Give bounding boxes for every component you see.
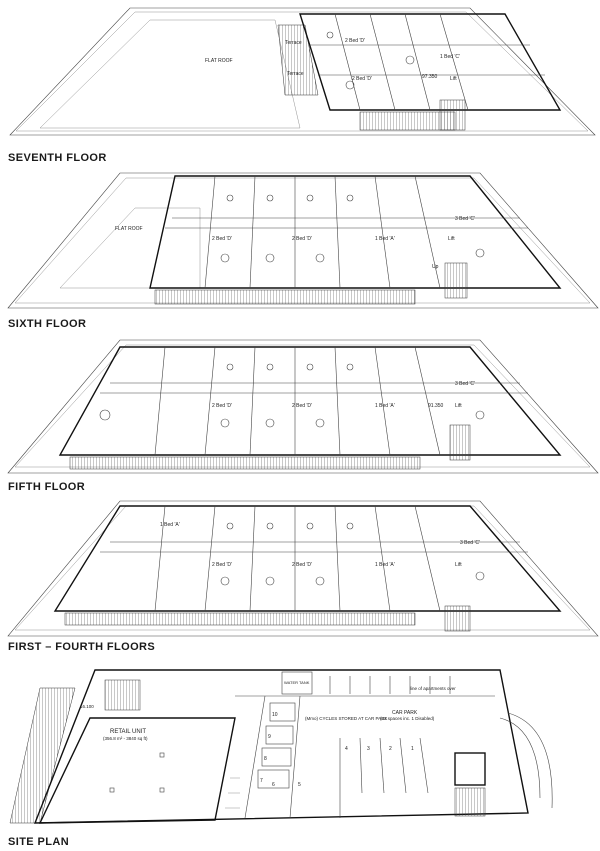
fifth-label-area: 91.350: [428, 403, 444, 409]
parking-bay-number: 6: [272, 782, 275, 788]
first-fourth-floor-caption: FIRST – FOURTH FLOORS: [8, 641, 156, 653]
seventh-slab-inner: [15, 11, 589, 132]
site-label-line-above: line of apartments over: [410, 686, 456, 691]
site-label-retail-area: (356.8 m² - 3840 sq ft): [103, 736, 148, 741]
first-fourth-slab-outline: [7, 500, 599, 637]
sixth-label-bed-a: 2 Bed 'D': [212, 236, 232, 242]
sixth-apartment-block: [149, 175, 562, 289]
site-water-tank: [281, 671, 313, 695]
parking-bay-number: 2: [389, 746, 392, 752]
first-fourth-apartment-block: [53, 505, 562, 612]
sixth-floor-plan: FLAT ROOF 2 Bed 'D' 2 Bed 'D' 1 Bed 'A' …: [0, 168, 600, 333]
parking-bay-number: 10: [272, 712, 278, 718]
sixth-slab-outline: [7, 172, 599, 309]
seventh-label-bed-c: 1 Bed 'C': [440, 54, 460, 60]
sixth-label-bed-d: 3 Bed 'C': [455, 216, 475, 222]
parking-bay-number: 1: [411, 746, 414, 752]
first-fourth-label-bed-b: 2 Bed 'D': [292, 562, 312, 568]
fifth-label-bed-d: 3 Bed 'C': [455, 381, 475, 387]
parking-bay-number: 8: [264, 756, 267, 762]
seventh-stair: [439, 99, 466, 131]
fifth-label-bed-b: 2 Bed 'D': [292, 403, 312, 409]
site-lift-core: [454, 752, 486, 786]
site-plan: RETAIL UNIT (356.8 m² - 3840 sq ft) (Mmo…: [0, 658, 600, 851]
seventh-label-flat-roof: FLAT ROOF: [205, 58, 233, 64]
first-fourth-label-bed-c: 1 Bed 'A': [375, 562, 395, 568]
fifth-floor-caption: FIFTH FLOOR: [8, 481, 86, 493]
seventh-apartment-block: [299, 13, 562, 111]
seventh-terrace-hatch: [277, 24, 319, 96]
site-right-stair: [454, 787, 486, 817]
fifth-label-bed-c: 1 Bed 'A': [375, 403, 395, 409]
seventh-floor-caption: SEVENTH FLOOR: [8, 152, 107, 164]
sixth-label-flat-roof: FLAT ROOF: [115, 226, 143, 232]
parking-bay-number: 7: [260, 778, 263, 784]
site-label-area: 16.100: [80, 704, 94, 709]
first-fourth-stair: [444, 605, 471, 632]
seventh-flat-roof-area: [39, 19, 301, 129]
sixth-label-bed-c: 1 Bed 'A': [375, 236, 395, 242]
fifth-apartment-block: [58, 346, 562, 456]
first-fourth-label-bed-e: 1 Bed 'A': [160, 522, 180, 528]
first-fourth-label-lift: Lift: [455, 562, 462, 568]
seventh-label-area: 97.350: [422, 74, 438, 80]
site-retail-unit: [38, 717, 236, 824]
first-fourth-label-bed-a: 2 Bed 'D': [212, 562, 232, 568]
site-label-car-park-sub: (23 spaces inc. 1 Disabled): [380, 716, 435, 721]
parking-bay-number: 3: [367, 746, 370, 752]
site-label-cycles: (Mmo) CYCLES STORED AT CAR PARK: [305, 716, 387, 721]
first-fourth-balcony-hatch: [64, 612, 416, 626]
parking-bay-number: 4: [345, 746, 348, 752]
site-building-outline: [33, 669, 529, 824]
parking-bay-number: 9: [268, 734, 271, 740]
seventh-label-terrace-b: Terrace: [287, 71, 304, 77]
sixth-label-up: Up: [432, 264, 439, 270]
site-label-retail-unit: RETAIL UNIT: [110, 729, 146, 735]
site-plan-drawing: RETAIL UNIT (356.8 m² - 3840 sq ft) (Mmo…: [9, 669, 553, 824]
fifth-balcony-hatch: [69, 456, 421, 470]
sixth-stair: [444, 262, 468, 299]
site-bay-numbers: 10 9 8 7 6 5 4 3 2 1: [260, 712, 414, 788]
first-fourth-floor-drawing: 1 Bed 'A' 2 Bed 'D' 2 Bed 'D' 1 Bed 'A' …: [7, 500, 599, 637]
seventh-slab-outline: [9, 7, 596, 136]
sixth-balcony-hatch: [154, 289, 416, 305]
site-label-car-park: CAR PARK: [392, 710, 418, 716]
fifth-stair: [449, 424, 471, 461]
sixth-label-bed-b: 2 Bed 'D': [292, 236, 312, 242]
fifth-label-bed-a: 2 Bed 'D': [212, 403, 232, 409]
first-fourth-floor-plan: 1 Bed 'A' 2 Bed 'D' 2 Bed 'D' 1 Bed 'A' …: [0, 496, 600, 656]
fifth-floor-drawing: 2 Bed 'D' 2 Bed 'D' 1 Bed 'A' 3 Bed 'C' …: [7, 339, 599, 474]
seventh-label-lift: Lift: [450, 76, 457, 82]
site-plan-caption: SITE PLAN: [8, 836, 70, 848]
seventh-floor-drawing: FLAT ROOF Terrace Terrace 2 Bed 'D' 2 Be…: [9, 7, 596, 136]
sixth-floor-caption: SIXTH FLOOR: [8, 318, 87, 330]
seventh-floor-plan: FLAT ROOF Terrace Terrace 2 Bed 'D' 2 Be…: [0, 0, 600, 165]
seventh-label-terrace-a: Terrace: [285, 40, 302, 46]
fifth-label-lift: Lift: [455, 403, 462, 409]
first-fourth-label-bed-d: 3 Bed 'C': [460, 540, 480, 546]
sixth-floor-drawing: FLAT ROOF 2 Bed 'D' 2 Bed 'D' 1 Bed 'A' …: [7, 172, 599, 309]
fifth-slab-inner: [14, 344, 591, 468]
sixth-slab-inner: [14, 177, 591, 304]
seventh-label-bed-a: 2 Bed 'D': [345, 38, 365, 44]
sixth-label-lift: Lift: [448, 236, 455, 242]
site-label-water-tank: WATER TANK: [284, 680, 310, 685]
seventh-label-bed-b: 2 Bed 'D': [352, 76, 372, 82]
site-stair-core: [104, 679, 141, 711]
parking-bay-number: 5: [298, 782, 301, 788]
fifth-floor-plan: 2 Bed 'D' 2 Bed 'D' 1 Bed 'A' 3 Bed 'C' …: [0, 335, 600, 495]
fifth-slab-outline: [7, 339, 599, 474]
